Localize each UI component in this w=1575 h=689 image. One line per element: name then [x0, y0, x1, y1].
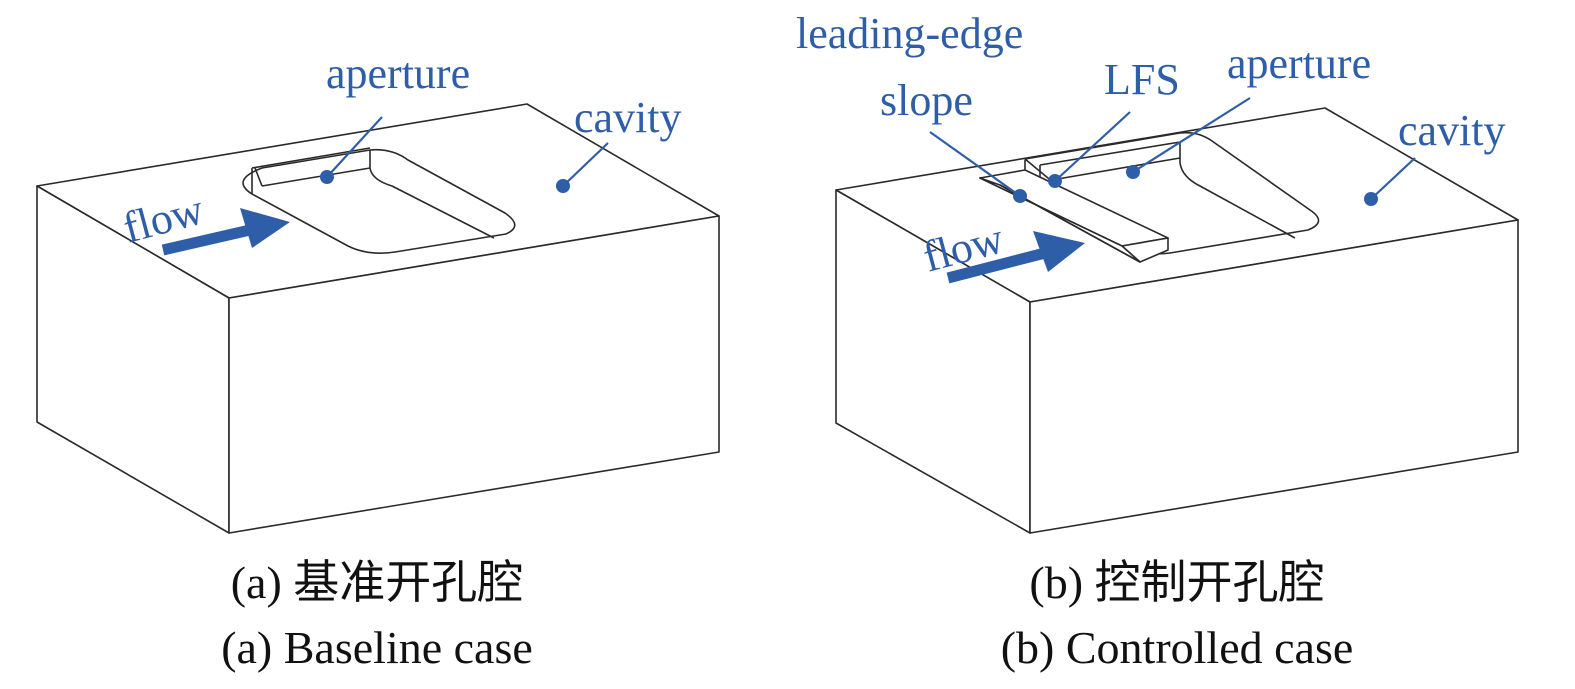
cavity-dot-a — [556, 179, 570, 193]
aperture-dot-a — [320, 170, 334, 184]
slope-leader-b — [929, 131, 1021, 197]
box-b-front-face — [1029, 219, 1519, 534]
cavity-dot-b — [1364, 192, 1378, 206]
aperture-b-inner-edge — [1039, 141, 1296, 239]
aperture-label-b: aperture — [1227, 39, 1371, 88]
slope-label-b: slope — [880, 76, 973, 125]
caption-b-cn: (b) 控制开孔腔 — [1029, 557, 1324, 608]
panel-a: flow aperture cavity (a) 基准开孔腔 (a) Basel… — [36, 49, 720, 673]
leading-edge-label-b: leading-edge — [796, 9, 1023, 58]
panel-b: flow leading-edge slope LFS aperture cav… — [796, 9, 1519, 673]
aperture-label-a: aperture — [326, 49, 470, 98]
aperture-dot-b — [1126, 165, 1140, 179]
aperture-a-inner-edge — [251, 147, 495, 239]
aperture-leader-a — [326, 116, 383, 178]
cavity-label-a: cavity — [574, 93, 682, 142]
box-a-front-face — [228, 215, 720, 534]
caption-a-en: (a) Baseline case — [221, 622, 533, 673]
lfs-leader-b — [1054, 111, 1131, 182]
cavity-leader-b — [1370, 157, 1416, 200]
aperture-a-floor-edge — [261, 167, 371, 187]
cavity-leader-a — [562, 142, 609, 187]
caption-b-en: (b) Controlled case — [1001, 622, 1354, 673]
lfs-dot-b — [1048, 174, 1062, 188]
slope-dot-b — [1013, 189, 1027, 203]
cavity-label-b: cavity — [1398, 106, 1506, 155]
caption-a-cn: (a) 基准开孔腔 — [231, 557, 524, 608]
flow-arrow-b — [946, 231, 1085, 284]
aperture-leader-b — [1132, 97, 1251, 173]
aperture-a-outline — [242, 148, 516, 254]
flow-arrow-a — [161, 208, 290, 256]
box-b — [835, 107, 1519, 534]
box-a — [36, 103, 720, 534]
lfs-label-b: LFS — [1104, 55, 1180, 104]
